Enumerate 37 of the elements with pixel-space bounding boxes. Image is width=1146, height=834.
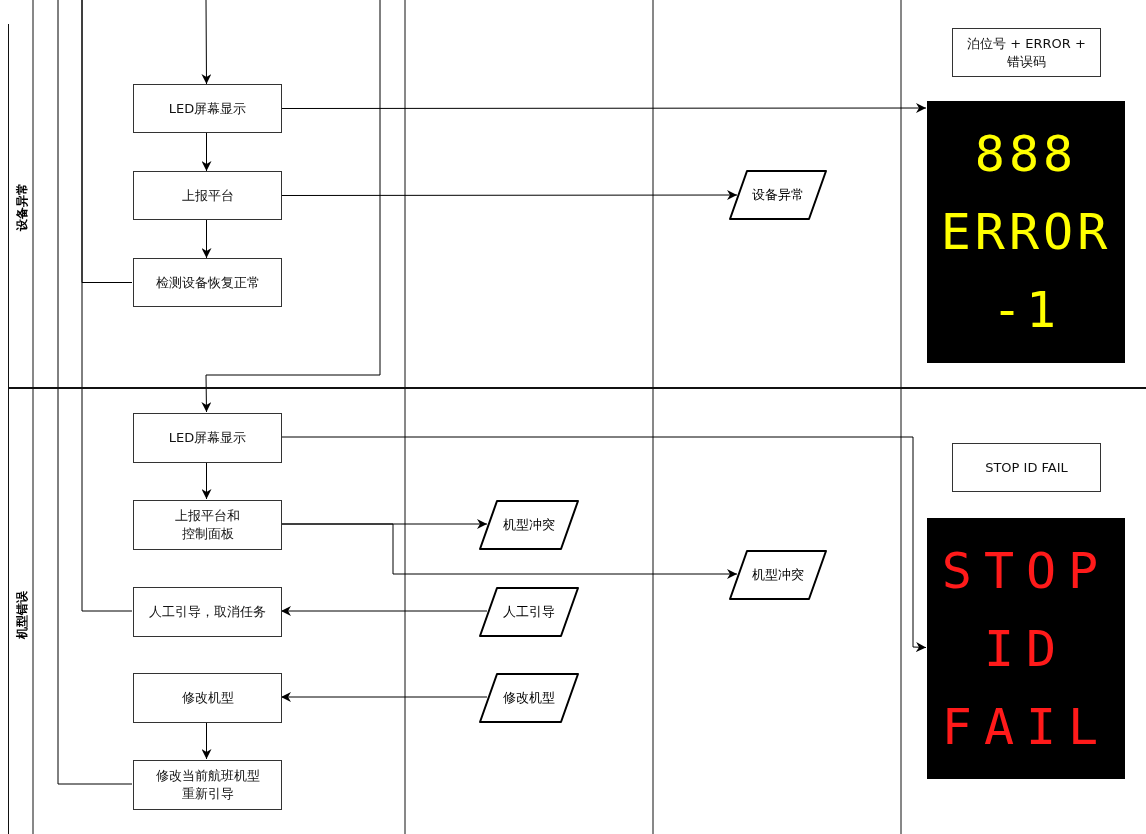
arrow [280, 606, 488, 616]
arrow [201, 219, 212, 259]
display-text: STOP ID FAIL [940, 540, 1112, 758]
swimlane [8, 24, 1146, 388]
arrow [201, 721, 212, 760]
process-box: LED屏幕显示 [133, 84, 282, 133]
data-label: 修改机型 [502, 689, 556, 707]
process-box: LED屏幕显示 [133, 413, 282, 463]
data-label: 机型冲突 [502, 516, 556, 534]
arrow [280, 190, 738, 200]
lane-title: 设备异常 [13, 182, 29, 230]
arrow [201, 0, 212, 85]
process-box: 上报平台 [133, 171, 282, 220]
process-box: 人工引导，取消任务 [133, 587, 282, 637]
arrow [280, 523, 738, 579]
display-text: 888 ERROR -1 [939, 124, 1113, 341]
swimlane [8, 388, 1146, 834]
arrow [280, 103, 927, 113]
arrow [201, 0, 381, 413]
process-box: 修改机型 [133, 673, 282, 723]
note-box: STOP ID FAIL [952, 443, 1101, 492]
arrow [201, 461, 212, 500]
process-box: 修改当前航班机型重新引导 [133, 760, 282, 810]
note-box: 泊位号 + ERROR + 错误码 [952, 28, 1101, 77]
data-label: 机型冲突 [751, 566, 805, 584]
process-box: 上报平台和控制面板 [133, 500, 282, 550]
data-label: 设备异常 [751, 186, 805, 204]
lane-title: 机型错误 [13, 590, 29, 638]
arrow [201, 132, 212, 172]
arrow [280, 692, 488, 702]
data-label: 人工引导 [502, 603, 556, 621]
process-box: 检测设备恢复正常 [133, 258, 282, 307]
connector-line [57, 0, 133, 785]
connector-line [81, 0, 133, 612]
led-display [927, 101, 1125, 363]
arrow [280, 436, 927, 653]
led-display [927, 518, 1125, 779]
